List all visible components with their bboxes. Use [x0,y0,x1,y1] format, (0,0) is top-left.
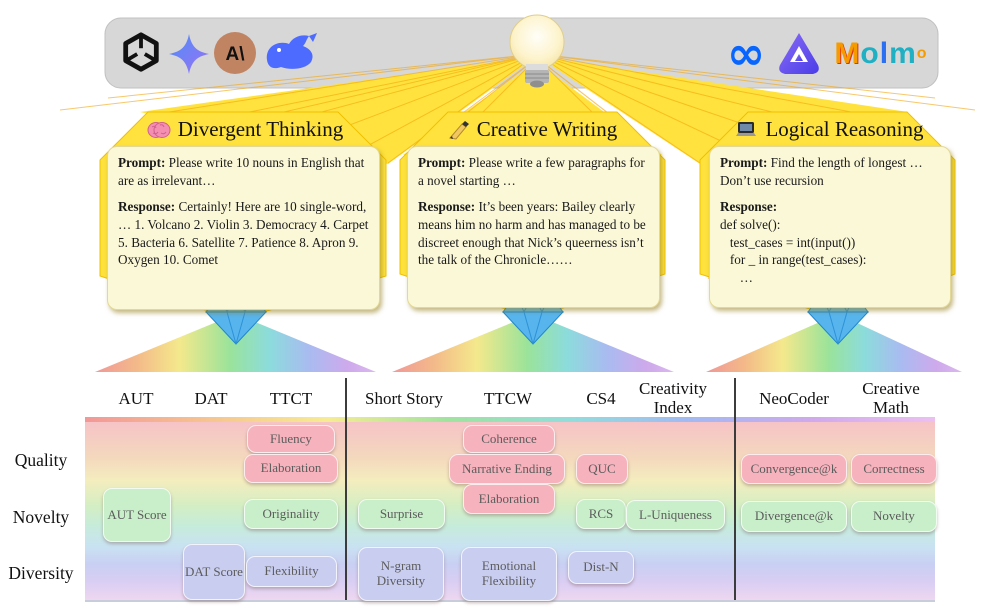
column-header-cs4: CS4 [586,389,616,408]
badge-narrative-ending: Narrative Ending [449,454,565,484]
lightbulb-icon [509,14,565,88]
prompt-text: Find the length of longest … Don’t use r… [720,155,923,188]
badge-novelty: Novelty [851,501,937,532]
prompt-response-card-writing: Prompt: Please write a few paragraphs fo… [407,146,660,308]
molmo-letter: M [834,37,861,70]
response-label: Response: [418,199,476,215]
row-label-novelty: Novelty [12,507,70,527]
column-header-creativity-index: Creativity Index [639,379,707,417]
badge-surprise: Surprise [358,499,445,529]
prompt-label: Prompt: [118,155,166,170]
badge-elaboration-ttct: Elaboration [244,454,338,483]
badge-dist-n: Dist-N [568,551,634,584]
molmo-letter: l [879,37,890,70]
prompt-label: Prompt: [418,155,466,170]
column-header-ttct: TTCT [269,389,313,408]
badge-flexibility: Flexibility [246,556,337,587]
openai-logo [118,30,164,76]
response-block: Response: def solve(): test_cases = int(… [720,198,940,286]
prompt-text: Please write 10 nouns in English that ar… [118,155,365,188]
column-header-ttcw: TTCW [483,389,533,408]
badge-divergence-at-k: Divergence@k [741,501,847,532]
meta-infinity-glyph: ∞ [726,26,766,80]
prompt-block: Prompt: Please write a few paragraphs fo… [418,154,649,189]
prompt-block: Prompt: Find the length of longest … Don… [720,154,940,189]
panel-title-label: Divergent Thinking [177,117,344,141]
badge-rcs: RCS [576,499,626,529]
table-bottom-line [85,600,935,602]
prompt-label: Prompt: [720,155,768,170]
anthropic-logo: A\ [213,31,257,75]
response-block: Response: Certainly! Here are 10 single-… [118,198,369,269]
panel-title-label: Creative Writing [476,117,618,141]
badge-l-uniqueness: L-Uniqueness [626,500,725,530]
brain-icon [147,121,171,138]
column-header-aut: AUT [118,389,154,408]
laptop-icon [736,121,757,136]
panel-title-divergent-thinking: Divergent Thinking [110,117,380,142]
row-label-quality: Quality [14,450,68,470]
svg-text:A\: A\ [226,44,246,65]
badge-originality: Originality [244,499,338,529]
response-label: Response: [118,199,176,215]
response-code: def solve(): test_cases = int(input()) f… [720,217,867,286]
chatglm-logo [772,27,826,81]
deepseek-logo [258,31,320,77]
molmo-letter: o [916,45,928,62]
prompt-response-card-reasoning: Prompt: Find the length of longest … Don… [709,146,951,308]
response-text: Certainly! Here are 10 single-word, … 1.… [118,199,369,268]
panel-title-creative-writing: Creative Writing [405,117,660,142]
panel-title-logical-reasoning: Logical Reasoning [705,117,953,142]
writing-hand-icon [448,120,469,140]
badge-elaboration-ttcw: Elaboration [463,484,555,514]
meta-logo: ∞ [722,26,770,80]
prompt-text: Please write a few paragraphs for a nove… [418,155,645,188]
badge-fluency: Fluency [247,425,335,453]
response-block: Response: It’s been years: Bailey clearl… [418,198,649,269]
column-header-neocoder: NeoCoder [759,389,829,408]
table-rainbow-strip [85,417,935,422]
response-label: Response: [720,199,778,215]
badge-aut-score: AUT Score [103,488,171,542]
molmo-letter: o [860,37,880,70]
response-text: It’s been years: Bailey clearly means hi… [418,199,646,268]
badge-correctness: Correctness [851,454,937,484]
badge-coherence: Coherence [463,425,555,453]
badge-quc: QUC [576,454,628,484]
group-separator [734,378,736,600]
row-label-diversity: Diversity [8,563,74,583]
column-header-short-story: Short Story [365,389,443,408]
prompt-block: Prompt: Please write 10 nouns in English… [118,154,369,189]
molmo-letter: m [889,37,917,70]
column-header-dat: DAT [194,389,228,408]
panel-title-label: Logical Reasoning [765,117,924,141]
gemini-logo [168,33,210,75]
column-header-creative-math: Creative Math [862,379,920,417]
badge-ngram-diversity: N-gram Diversity [358,547,444,601]
badge-convergence-at-k: Convergence@k [741,454,847,484]
badge-dat-score: DAT Score [183,544,245,600]
group-separator [345,378,347,600]
prompt-response-card-divergent: Prompt: Please write 10 nouns in English… [107,146,380,310]
badge-emotional-flexibility: Emotional Flexibility [461,547,557,601]
